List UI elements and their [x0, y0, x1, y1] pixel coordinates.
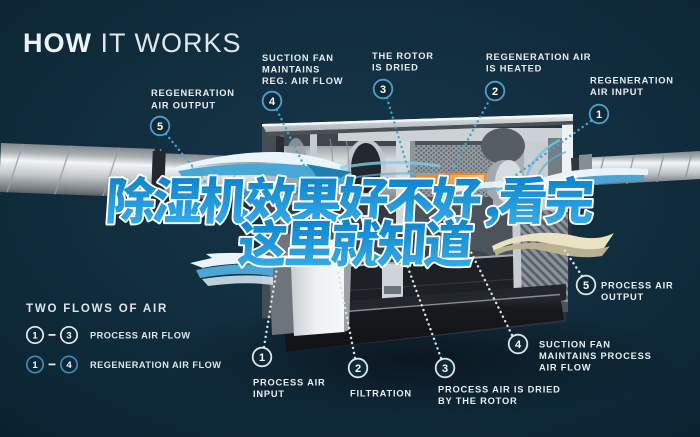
- svg-text:IS DRIED: IS DRIED: [372, 63, 419, 73]
- svg-text:PROCESS AIR: PROCESS AIR: [253, 378, 326, 388]
- svg-text:AIR FLOW: AIR FLOW: [539, 363, 591, 373]
- svg-text:HOW IT WORKS: HOW IT WORKS: [23, 28, 242, 58]
- svg-text:THE ROTOR: THE ROTOR: [372, 51, 434, 61]
- svg-text:PROCESS AIR FLOW: PROCESS AIR FLOW: [90, 331, 191, 341]
- svg-text:5: 5: [157, 121, 163, 133]
- svg-text:4: 4: [515, 339, 522, 351]
- svg-text:REGENERATION: REGENERATION: [590, 76, 674, 86]
- svg-text:4: 4: [269, 96, 276, 108]
- svg-text:REGENERATION AIR FLOW: REGENERATION AIR FLOW: [90, 360, 221, 370]
- svg-text:2: 2: [492, 86, 498, 98]
- svg-text:INPUT: INPUT: [253, 389, 285, 399]
- svg-text:3: 3: [380, 84, 386, 96]
- svg-text:SUCTION FAN: SUCTION FAN: [539, 340, 611, 350]
- svg-text:MAINTAINS PROCESS: MAINTAINS PROCESS: [539, 351, 652, 361]
- svg-text:SUCTION FAN: SUCTION FAN: [262, 53, 334, 63]
- svg-text:PROCESS AIR: PROCESS AIR: [601, 281, 674, 291]
- svg-text:1: 1: [259, 352, 265, 364]
- svg-text:3: 3: [66, 330, 71, 341]
- svg-text:REGENERATION: REGENERATION: [151, 88, 235, 98]
- svg-text:4: 4: [66, 360, 72, 371]
- svg-text:AIR OUTPUT: AIR OUTPUT: [151, 101, 216, 111]
- svg-text:AIR INPUT: AIR INPUT: [590, 87, 644, 97]
- svg-text:IS HEATED: IS HEATED: [486, 64, 542, 74]
- svg-text:BY THE ROTOR: BY THE ROTOR: [438, 396, 518, 406]
- svg-text:REGENERATION AIR: REGENERATION AIR: [486, 52, 591, 62]
- svg-text:FILTRATION: FILTRATION: [350, 389, 412, 399]
- svg-text:PROCESS AIR IS DRIED: PROCESS AIR IS DRIED: [438, 385, 561, 395]
- svg-text:3: 3: [442, 363, 448, 375]
- svg-text:OUTPUT: OUTPUT: [601, 292, 644, 302]
- svg-text:5: 5: [583, 280, 589, 292]
- svg-text:2: 2: [355, 363, 361, 375]
- svg-text:REG. AIR FLOW: REG. AIR FLOW: [262, 76, 343, 86]
- svg-text:1: 1: [596, 109, 602, 121]
- svg-text:MAINTAINS: MAINTAINS: [262, 65, 320, 75]
- svg-text:1: 1: [32, 360, 38, 371]
- svg-text:1: 1: [32, 330, 38, 341]
- svg-text:TWO FLOWS OF AIR: TWO FLOWS OF AIR: [26, 303, 168, 315]
